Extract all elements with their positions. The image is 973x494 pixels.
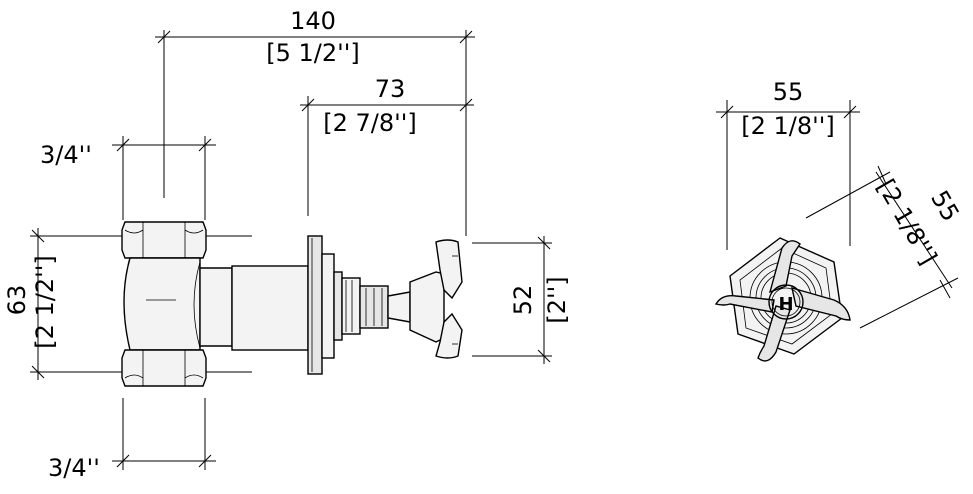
handle-height-inch: [2''] — [543, 276, 571, 323]
handle-projection-inch: [2 7/8''] — [323, 109, 416, 137]
valve-body — [121, 221, 309, 387]
front-width-inch: [2 1/8''] — [741, 112, 834, 140]
dim-front-width: 55 [2 1/8''] — [716, 78, 860, 250]
dim-overall-length: 140 [5 1/2''] — [155, 7, 475, 236]
dim-handle-height: 52 [2''] — [472, 236, 571, 364]
side-view: 140 [5 1/2''] 73 [2 7/8''] 3/4'' — [3, 7, 571, 482]
front-diagonal-inch: [2 1/8''] — [871, 175, 942, 270]
dim-bottom-thread: 3/4'' — [48, 398, 216, 482]
dim-body-height: 63 [2 1/2''] — [3, 228, 252, 380]
cross-handle-side — [409, 239, 463, 359]
front-diagonal-mm: 55 — [925, 186, 965, 226]
overall-length-inch: [5 1/2''] — [266, 39, 359, 67]
cross-handle-front: H — [714, 240, 851, 362]
handle-cap-letter: H — [778, 294, 793, 315]
front-view: 55 [2 1/8''] 55 [2 1/8''] — [714, 78, 965, 362]
handle-projection-mm: 73 — [375, 75, 406, 103]
top-thread-label: 3/4'' — [40, 141, 92, 169]
handle-height-mm: 52 — [509, 285, 537, 316]
overall-length-mm: 140 — [290, 7, 336, 35]
dim-handle-projection: 73 [2 7/8''] — [300, 75, 474, 216]
body-height-inch: [2 1/2''] — [31, 255, 59, 348]
escutcheon — [307, 235, 411, 375]
front-width-mm: 55 — [773, 78, 804, 106]
dim-top-thread: 3/4'' — [40, 136, 216, 220]
body-height-mm: 63 — [3, 285, 31, 316]
bottom-thread-label: 3/4'' — [48, 454, 100, 482]
